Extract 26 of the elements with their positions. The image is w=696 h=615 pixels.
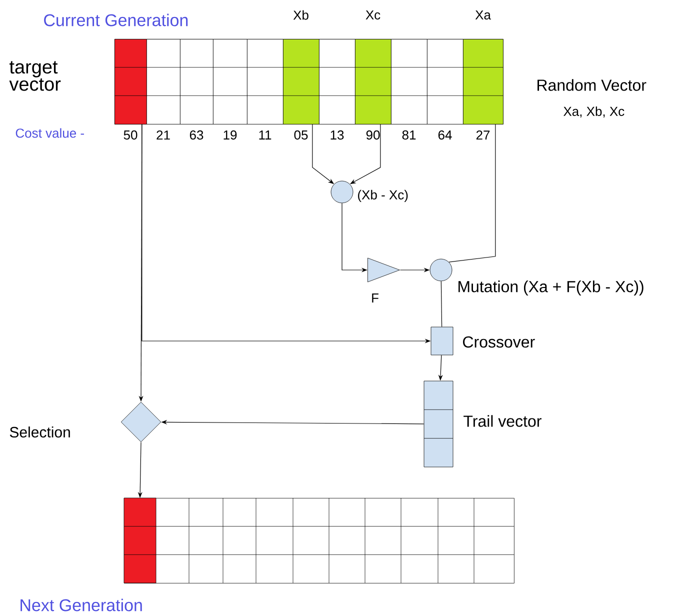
side-label: (Xb - Xc) [358,190,408,202]
cost-value: 19 [224,130,237,140]
side-label: target vector [9,61,61,91]
cost-value: 81 [402,130,416,140]
annotation: Xa, Xb, Xc [564,106,624,118]
cost-value: 13 [330,130,344,140]
cost-value: 64 [438,130,452,140]
side-label: Trail vector [464,415,542,427]
side-label: Selection [10,426,70,438]
cost-value: 90 [366,130,380,140]
vector-label: Xa [475,10,491,20]
heading: Next Generation [20,598,142,612]
annotation: Random Vector [538,79,646,91]
cost-value: 27 [476,130,490,140]
side-label: F [372,294,378,302]
side-label: Mutation (Xa + F(Xb - Xc)) [458,280,644,296]
annotation: Cost value - [16,128,84,138]
cost-value: 50 [124,130,138,140]
vector-label: Xc [366,10,380,20]
heading: Current Generation [44,14,188,26]
cost-value: 21 [156,130,170,140]
cost-value: 11 [259,130,272,140]
vector-label: Xb [293,10,308,20]
side-label: Crossover [463,336,535,348]
cost-value: 05 [294,130,308,140]
cost-value: 63 [190,130,204,140]
